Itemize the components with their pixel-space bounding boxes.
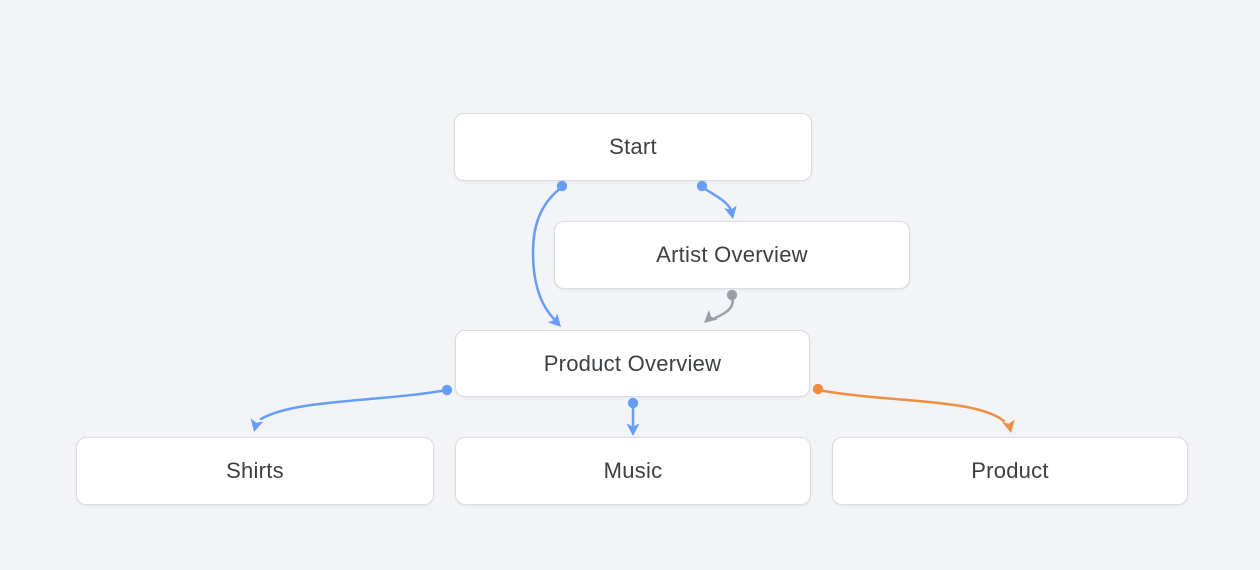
edge-arrowhead-icon — [250, 418, 264, 432]
edge-arrowhead-icon — [547, 313, 561, 327]
node-shirts-label: Shirts — [226, 458, 284, 483]
edge-source-dot — [627, 397, 639, 409]
edge-arrowhead-icon — [626, 423, 640, 436]
node-music[interactable]: Music — [455, 437, 811, 505]
edge-path — [259, 388, 449, 421]
edge-path — [816, 388, 1006, 423]
edge-product-overview-to-shirts — [250, 384, 453, 432]
edge-path — [713, 294, 734, 320]
node-start-label: Start — [609, 134, 657, 159]
edge-source-dot — [696, 180, 708, 192]
node-product-label: Product — [971, 458, 1049, 483]
edge-product-overview-to-music — [626, 397, 640, 436]
node-artist-overview[interactable]: Artist Overview — [554, 221, 910, 289]
edge-arrowhead-icon — [704, 309, 718, 323]
node-music-label: Music — [603, 458, 663, 483]
edge-product-overview-to-product — [812, 383, 1015, 433]
node-artist-overview-label: Artist Overview — [656, 242, 808, 267]
node-product[interactable]: Product — [832, 437, 1188, 505]
edge-path — [700, 185, 733, 212]
node-product-overview-label: Product Overview — [543, 350, 722, 376]
edge-source-dot — [812, 383, 824, 395]
edge-source-dot — [726, 289, 738, 301]
edge-source-dot — [556, 180, 568, 192]
node-start[interactable]: Start — [454, 113, 812, 181]
edge-arrowhead-icon — [724, 205, 737, 219]
edge-start-to-artist-overview — [696, 180, 737, 219]
node-shirts[interactable]: Shirts — [76, 437, 434, 505]
edge-source-dot — [441, 384, 453, 396]
node-product-overview[interactable]: Product Overview — [455, 330, 810, 397]
edge-arrowhead-icon — [1002, 419, 1015, 433]
edge-artist-overview-to-product-overview — [704, 289, 738, 323]
